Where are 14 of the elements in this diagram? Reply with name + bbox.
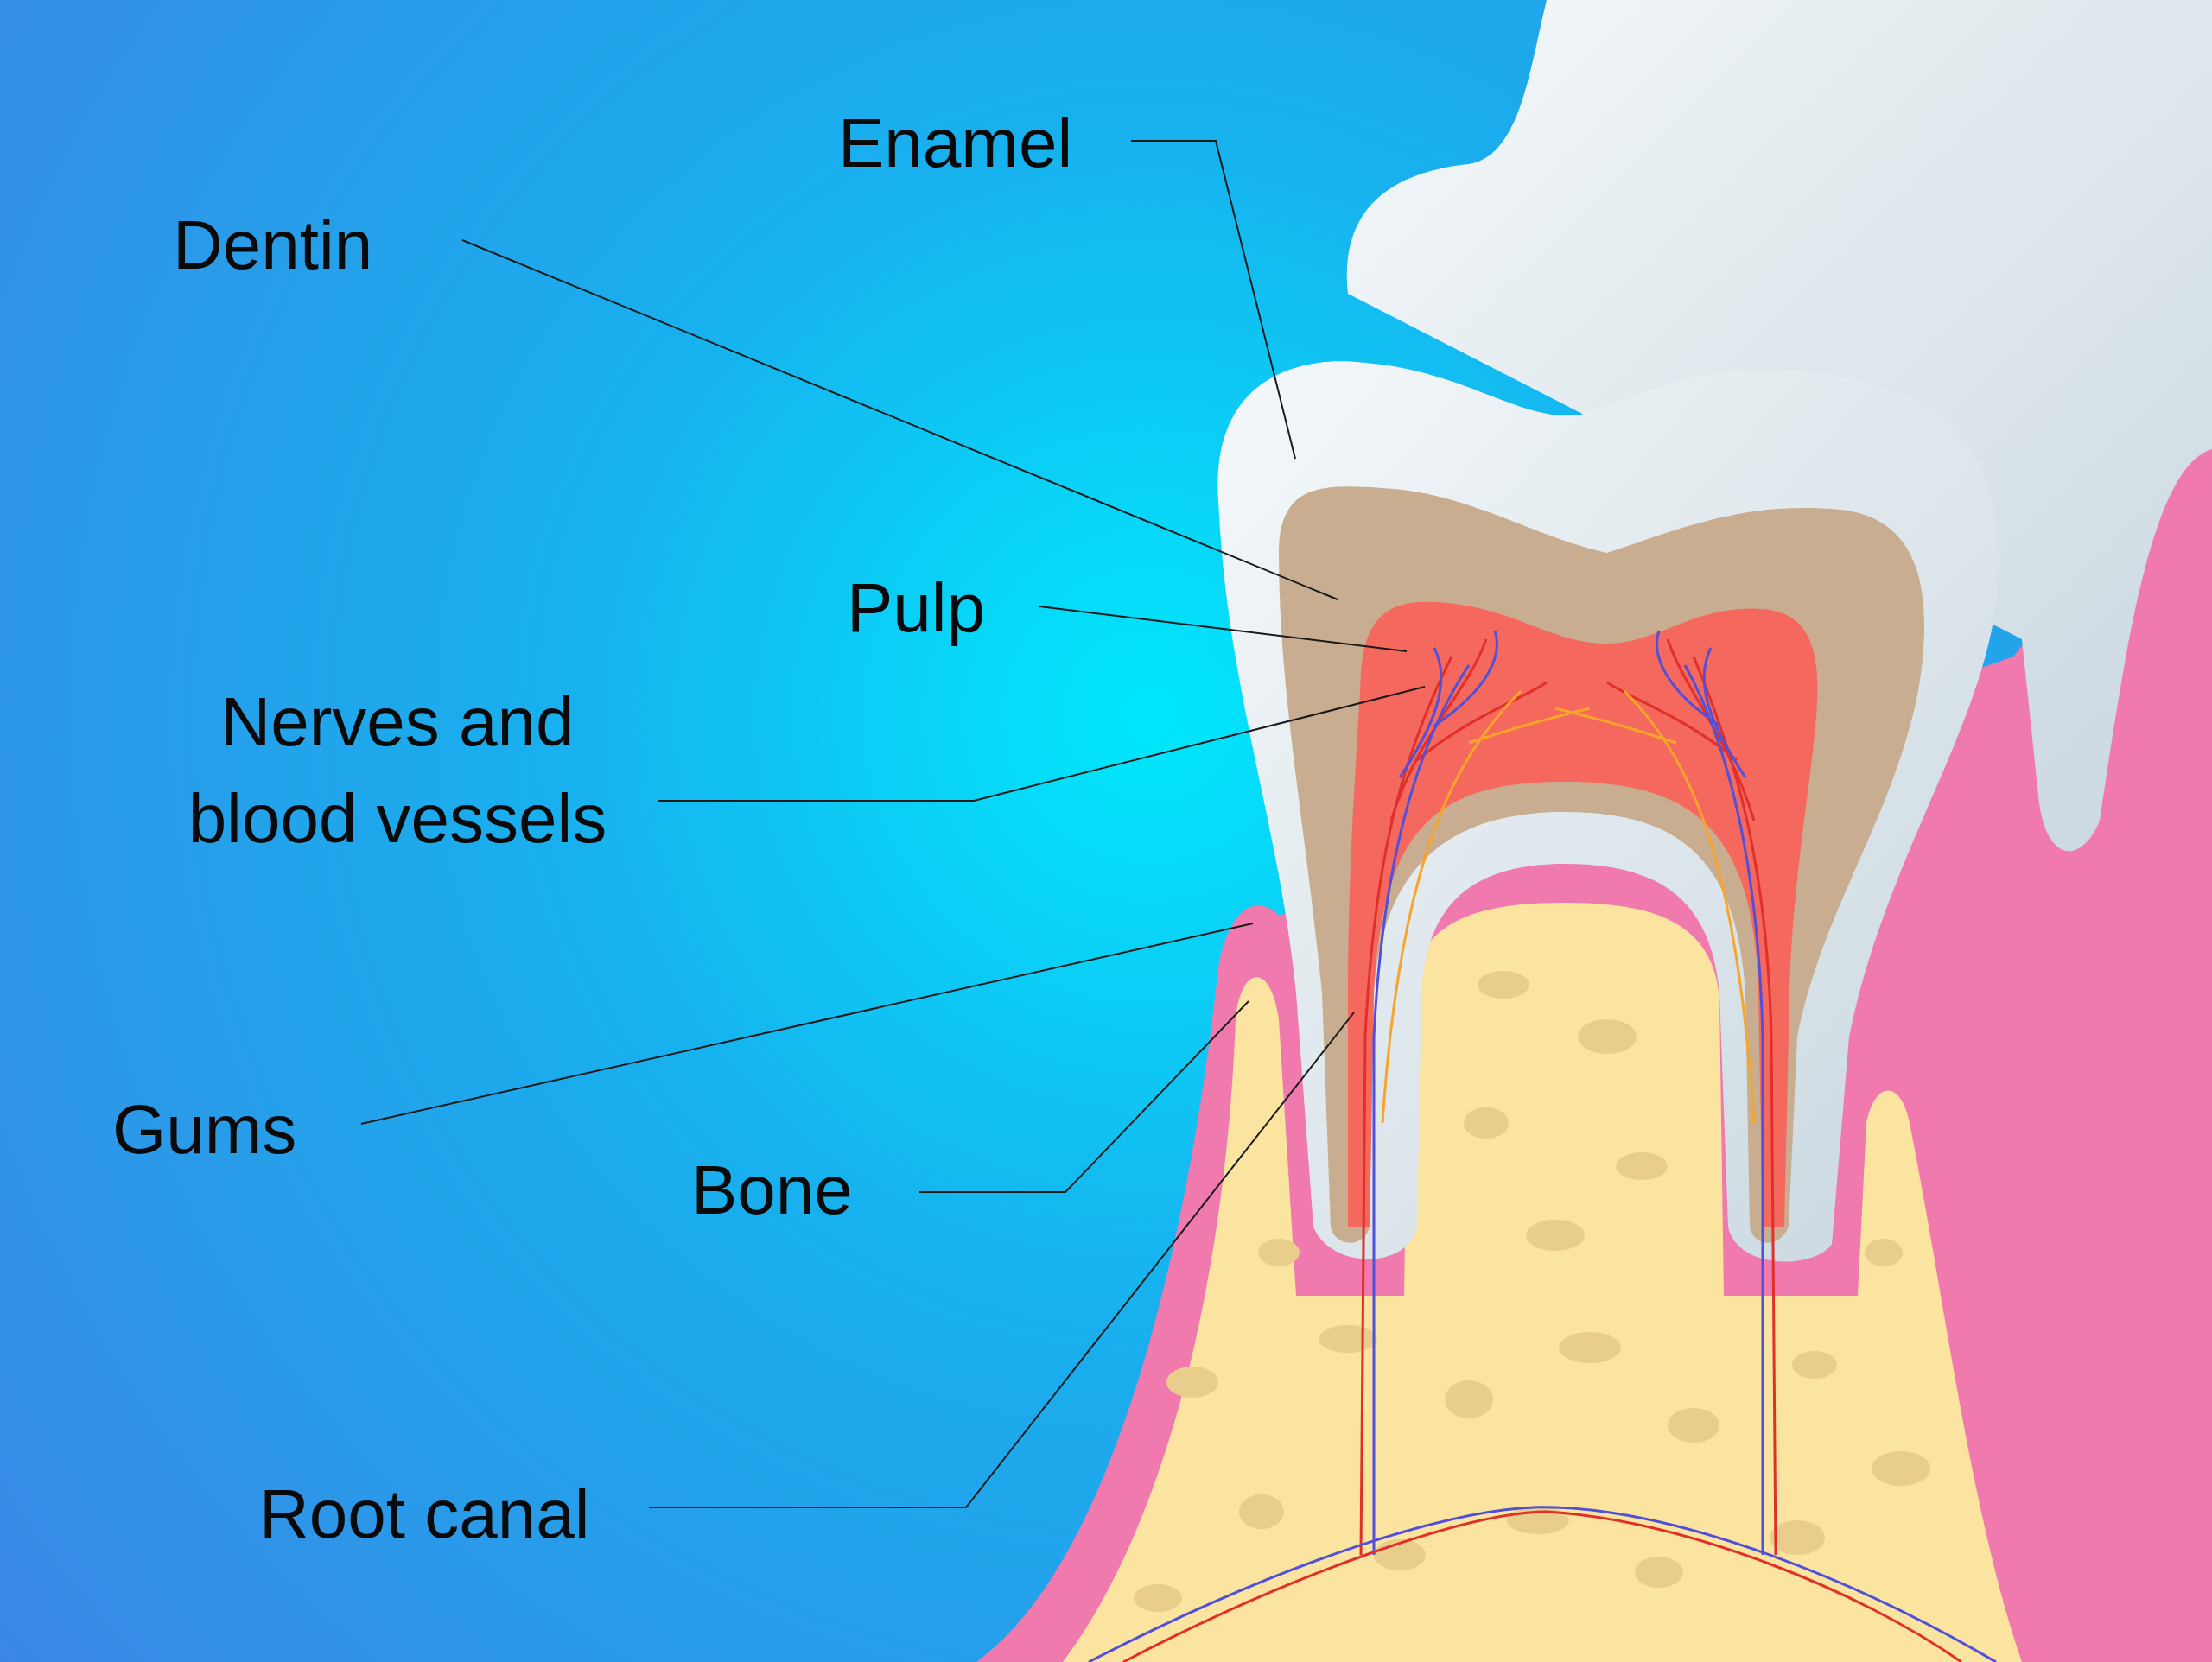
- leader-line: [648, 1012, 1355, 1508]
- leader-line: [1039, 606, 1408, 652]
- part-label: Dentin: [173, 206, 374, 285]
- part-label: Bone: [691, 1151, 854, 1230]
- part-label: Enamel: [838, 104, 1074, 183]
- part-label: Root canal: [259, 1475, 591, 1554]
- leader-line: [658, 686, 1426, 802]
- part-label: Nerves and blood vessels: [187, 682, 608, 859]
- leader-line: [1130, 140, 1296, 460]
- leader-line: [918, 1000, 1249, 1193]
- leader-line: [360, 923, 1254, 1125]
- leader-line: [461, 239, 1338, 600]
- part-label: Pulp: [847, 568, 987, 648]
- part-label: Gums: [112, 1090, 298, 1170]
